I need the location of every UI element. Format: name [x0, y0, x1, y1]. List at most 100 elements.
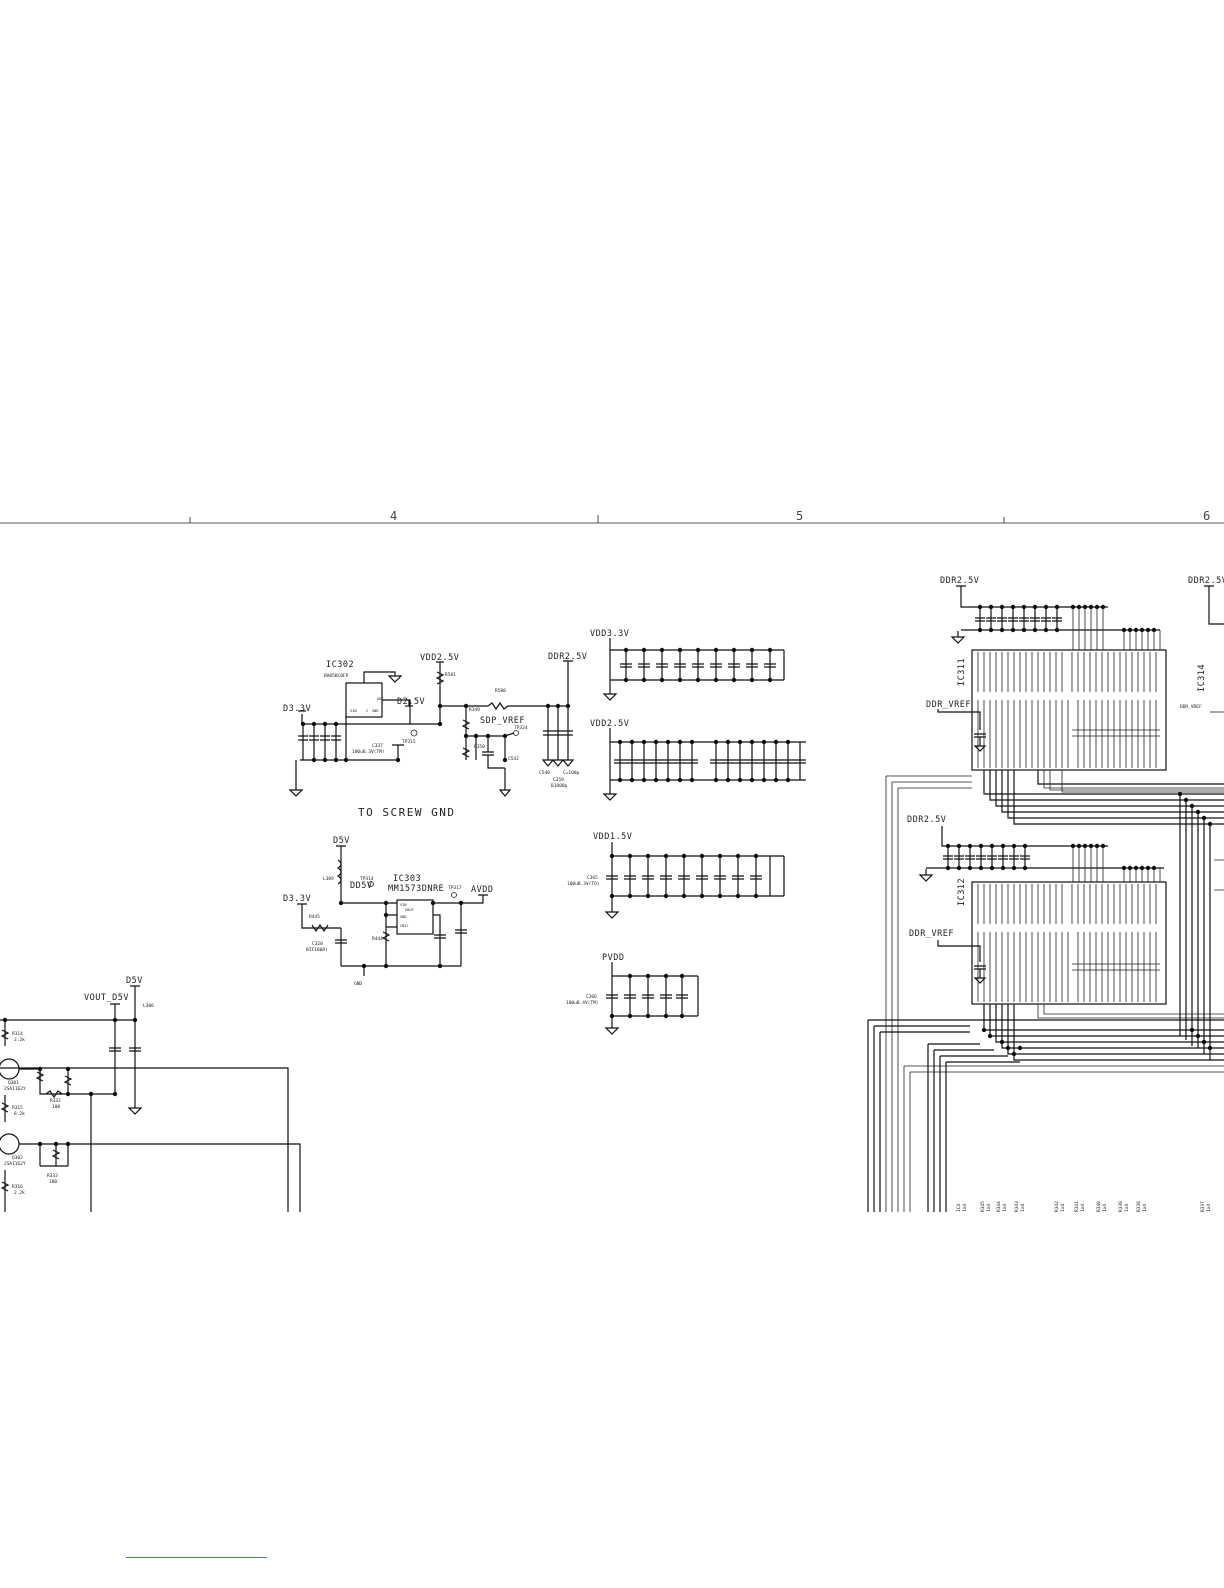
ic302-part: BA05BC0FP — [324, 673, 349, 679]
net-d3-3v-b: D3.3V — [283, 894, 311, 904]
array-ref-9: R337 — [1200, 1201, 1206, 1212]
array-ref-0: IC4 — [956, 1204, 962, 1212]
r445-ref: R445 — [309, 914, 320, 920]
r350-ref: R350 — [474, 744, 485, 750]
r314-value: 2.2k — [14, 1037, 25, 1043]
svg-text:VIN: VIN — [350, 709, 357, 713]
r333-value: 100 — [49, 1179, 57, 1185]
c337-value: 100uB.3V(TM) — [352, 749, 385, 755]
ic312-body — [971, 881, 1167, 1005]
net-ddr-vref-a: DDR_VREF — [926, 700, 971, 710]
ic311-ref: IC311 — [957, 658, 967, 686]
transistor-switch-block: D5V VOUT_D5V L306 R314 2.2k Q301 2SA1162… — [0, 976, 301, 1212]
array-val-3: 1x4 — [1020, 1204, 1026, 1212]
net-vdd1-5v: VDD1.5V — [593, 832, 632, 842]
vdd1-5v-decoupling: VDD1.5V C365 100uB.3V(TO) — [567, 832, 785, 919]
vdd2-5v-decoupling: VDD2.5V — [590, 719, 806, 801]
zone-label-6: 6 — [1203, 509, 1210, 523]
array-val-6: 1x4 — [1102, 1204, 1108, 1212]
tp324-ref: TP324 — [514, 725, 528, 731]
net-sdp-vref: SDP_VREF — [480, 716, 525, 726]
array-val-7: 1x4 — [1124, 1204, 1130, 1212]
note-screw-gnd: TO SCREW GND — [358, 806, 455, 819]
net-pvdd: PVDD — [602, 953, 624, 963]
ic302-ref: IC302 — [326, 660, 354, 670]
array-ref-1: R345 — [980, 1201, 986, 1212]
l309-ref: L309 — [323, 876, 334, 882]
net-vdd3-3v: VDD3.3V — [590, 629, 629, 639]
array-val-2: 1x4 — [1002, 1204, 1008, 1212]
zone-label-5: 5 — [796, 509, 803, 523]
net-vdd2-5v-b: VDD2.5V — [590, 719, 629, 729]
net-ddr2-5v-a: DDR2.5V — [548, 652, 587, 662]
q302-symbol — [0, 1133, 20, 1155]
r580-ref: R580 — [495, 688, 506, 694]
ic303-body — [396, 899, 434, 935]
array-val-4: 1x4 — [1060, 1204, 1066, 1212]
r316-value: 2.2k — [14, 1190, 25, 1196]
array-ref-8: R338 — [1136, 1201, 1142, 1212]
resistor-array-labels: IC4 1x4 R345 1x4 R344 1x4 R343 1x4 R342 … — [956, 1201, 1212, 1212]
net-ddr-vref-b: DDR_VREF — [909, 929, 954, 939]
r581-ref: R581 — [445, 672, 456, 678]
ic311-bus-lines — [885, 770, 1224, 1212]
r332-value: 100 — [52, 1104, 60, 1110]
ic311-pin-rows — [977, 652, 1160, 768]
ic311-body — [971, 649, 1167, 771]
c366-ref: C366 — [586, 994, 597, 1000]
zone-label-4: 4 — [390, 509, 397, 523]
vdd3-3v-decoupling: VDD3.3V — [590, 629, 785, 701]
q301-ref: Q301 — [8, 1080, 19, 1086]
ic302-input-caps — [298, 721, 443, 763]
ic312-pin-rows — [977, 884, 1160, 1002]
ic303-ref: IC303 — [393, 874, 421, 884]
net-ddr2-5v-d: DDR2.5V — [1188, 576, 1224, 586]
array-val-0: 1x4 — [962, 1204, 968, 1212]
array-ref-2: R344 — [996, 1201, 1002, 1212]
r444-ref: R444 — [372, 936, 383, 942]
ic303-regulator-block: D5V L309 DD5V TP314 IC303 MM1573DNRE VIN… — [283, 836, 493, 987]
footer-link-underline — [126, 1557, 267, 1558]
q301-symbol — [0, 1058, 20, 1080]
pvdd-decoupling: PVDD C366 100uB.4V(TM) — [566, 953, 699, 1035]
zone-ruler: 4 5 6 — [0, 509, 1224, 524]
net-ddr2-5v-b: DDR2.5V — [940, 576, 979, 586]
c359-ref: C359 — [553, 777, 564, 783]
net-ddr-vref-c: DDR_VREF — [1180, 704, 1202, 710]
c320-ref: C320 — [312, 941, 323, 947]
array-val-8: 1x4 — [1142, 1204, 1148, 1212]
svg-text:VOUT: VOUT — [405, 908, 414, 912]
gnd-label: GND — [354, 981, 362, 987]
q302-ref: Q302 — [12, 1155, 23, 1161]
r349-ref: R349 — [469, 707, 480, 713]
c365-ref: C365 — [587, 875, 598, 881]
net-d2-5v: D2.5V — [397, 697, 425, 707]
c365-value: 100uB.3V(TO) — [567, 881, 600, 887]
ic302-regulator-block: IC302 BA05BC0FP VIN C GND OUT D3.3V D2.5… — [283, 652, 587, 819]
ddr-memory-block: DDR2.5V IC311 DDR_VREF — [867, 576, 1224, 1212]
net-vout-d5v: VOUT_D5V — [84, 993, 129, 1003]
c542-ref: C542 — [508, 756, 519, 762]
array-ref-3: R343 — [1014, 1201, 1020, 1212]
c542-value: C=100p — [563, 770, 580, 776]
array-ref-5: R341 — [1074, 1201, 1080, 1212]
tp317-ref: TP317 — [448, 885, 462, 891]
svg-text:OUT: OUT — [377, 697, 384, 701]
q302-part: 2SA1162Y — [4, 1161, 26, 1167]
net-avdd: AVDD — [471, 885, 493, 895]
array-ref-4: R342 — [1054, 1201, 1060, 1212]
svg-text:GND: GND — [372, 709, 379, 713]
svg-text:CNTL: CNTL — [400, 924, 409, 928]
c359-value: B1000p — [551, 783, 568, 789]
c337-ref: C337 — [372, 743, 383, 749]
array-ref-6: R340 — [1096, 1201, 1102, 1212]
net-d5v-b: D5V — [126, 976, 143, 986]
array-ref-7: R339 — [1118, 1201, 1124, 1212]
net-ddr2-5v-c: DDR2.5V — [907, 815, 946, 825]
ic314-ref: IC314 — [1197, 664, 1207, 692]
net-dd5v: DD5V — [350, 881, 372, 891]
array-val-1: 1x4 — [986, 1204, 992, 1212]
svg-text:C: C — [366, 709, 368, 713]
